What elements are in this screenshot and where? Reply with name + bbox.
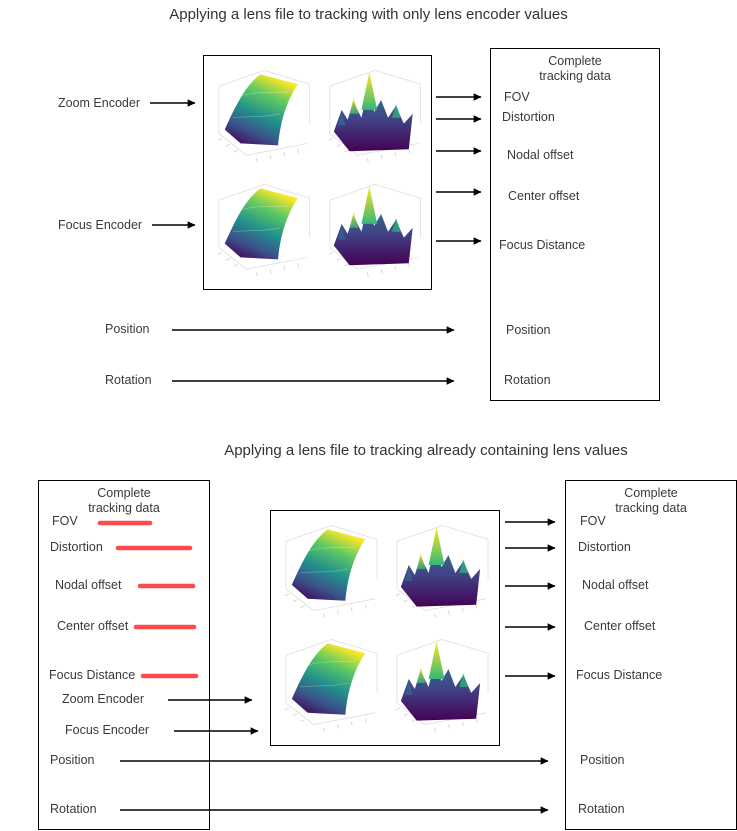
input-item-center-offset: Center offset <box>57 619 129 633</box>
plot-axes <box>285 524 378 612</box>
label-focus-encoder-top: Focus Encoder <box>58 218 143 232</box>
lens-file-box-bottom <box>270 510 500 746</box>
label-position-top: Position <box>105 322 150 336</box>
tracking-item-fov-top: FOV <box>504 90 530 104</box>
box-title-line1: Complete <box>548 54 602 68</box>
plot-axes <box>218 183 311 270</box>
output-item-fov: FOV <box>580 514 606 528</box>
plot-axes <box>218 69 311 156</box>
input-item-fov: FOV <box>52 514 78 528</box>
spike-peak <box>404 681 413 695</box>
input-item-position: Position <box>50 753 95 767</box>
tracking-data-box-top <box>490 48 660 401</box>
spike-peak <box>349 211 358 228</box>
tracking-item-center-offset-top: Center offset <box>508 189 580 203</box>
lens-plot-smooth-tl <box>207 59 318 173</box>
input-item-distortion: Distortion <box>50 540 103 554</box>
output-tracking-box-bottom <box>565 480 737 830</box>
spike-peak <box>391 103 401 118</box>
tracking-box-title-top: Complete tracking data <box>490 54 660 84</box>
output-item-position: Position <box>580 753 625 767</box>
plot-ticks <box>217 138 300 163</box>
lens-plot-smooth-tl <box>274 514 385 628</box>
box-title-line1: Complete <box>97 486 151 500</box>
plot-ticks <box>284 593 367 618</box>
tracking-item-nodal-offset-top: Nodal offset <box>507 148 574 162</box>
input-item-focus-distance: Focus Distance <box>49 668 136 682</box>
spike-peak <box>337 111 346 126</box>
spike-peak <box>349 97 358 114</box>
input-item-nodal-offset: Nodal offset <box>55 578 122 592</box>
surface-grid-lines <box>232 91 288 119</box>
smooth-surface <box>224 74 298 146</box>
output-item-center-offset: Center offset <box>584 619 656 633</box>
bottom-section-title: Applying a lens file to tracking already… <box>224 442 628 459</box>
input-tracking-box-bottom <box>38 480 210 830</box>
spike-peak <box>391 217 401 232</box>
input-item-focus-encoder: Focus Encoder <box>65 723 150 737</box>
surface-plot-spiky-svg <box>328 69 421 163</box>
lens-file-box-top <box>203 55 432 290</box>
label-zoom-encoder-top: Zoom Encoder <box>58 96 140 110</box>
input-box-title-bottom: Complete tracking data <box>38 486 210 516</box>
input-item-zoom-encoder: Zoom Encoder <box>62 692 144 706</box>
lens-plot-spiky-tr <box>318 59 429 173</box>
surface-plot-spiky-svg <box>395 524 489 618</box>
spike-peak <box>360 185 377 224</box>
surface-plot-smooth-svg <box>284 638 378 732</box>
input-item-rotation: Rotation <box>50 802 97 816</box>
output-box-title-bottom: Complete tracking data <box>565 486 737 516</box>
tracking-item-position-top: Position <box>506 323 551 337</box>
box-title-line2: tracking data <box>88 501 160 515</box>
surface-plot-smooth-svg <box>217 69 311 163</box>
surface-plot-smooth-svg <box>284 524 378 618</box>
box-title-line2: tracking data <box>615 501 687 515</box>
lens-plot-smooth-bl <box>207 173 318 287</box>
smooth-surface <box>224 187 298 259</box>
surface-grid-lines <box>232 205 288 232</box>
output-item-nodal-offset: Nodal offset <box>582 578 649 592</box>
spike-peak <box>416 667 426 684</box>
lens-plot-spiky-tr <box>385 514 496 628</box>
surface-plot-smooth-svg <box>217 183 311 276</box>
spike-peak <box>416 553 426 570</box>
spike-peak <box>360 72 377 110</box>
tracking-item-distortion-top: Distortion <box>502 110 555 124</box>
spike-peak <box>459 559 469 573</box>
plot-ticks <box>328 138 410 163</box>
spike-peak <box>337 225 346 240</box>
label-rotation-top: Rotation <box>105 373 152 387</box>
output-item-rotation: Rotation <box>578 802 625 816</box>
surface-plot-spiky-svg <box>328 183 421 276</box>
spike-peak <box>404 567 413 581</box>
box-title-line2: tracking data <box>539 69 611 83</box>
plot-ticks <box>395 707 478 732</box>
spike-peak <box>459 673 469 687</box>
surface-plot-spiky-svg <box>395 638 489 732</box>
lens-plot-smooth-bl <box>274 628 385 742</box>
output-item-focus-distance: Focus Distance <box>576 668 663 682</box>
lens-plot-spiky-br <box>385 628 496 742</box>
plot-axes <box>285 638 378 726</box>
spike-peak <box>428 641 445 680</box>
smooth-surface <box>291 529 366 601</box>
tracking-item-focus-distance-top: Focus Distance <box>499 238 586 252</box>
spike-peak <box>428 527 445 566</box>
plot-ticks <box>328 251 410 276</box>
box-title-line1: Complete <box>624 486 678 500</box>
surface-grid-lines <box>299 546 356 574</box>
output-item-distortion: Distortion <box>578 540 631 554</box>
tracking-item-rotation-top: Rotation <box>504 373 551 387</box>
plot-ticks <box>217 251 300 276</box>
lens-plot-spiky-br <box>318 173 429 287</box>
plot-ticks <box>395 593 478 618</box>
plot-ticks <box>284 707 367 732</box>
surface-grid-lines <box>299 660 356 688</box>
smooth-surface <box>291 643 366 715</box>
top-section-title: Applying a lens file to tracking with on… <box>169 6 568 23</box>
